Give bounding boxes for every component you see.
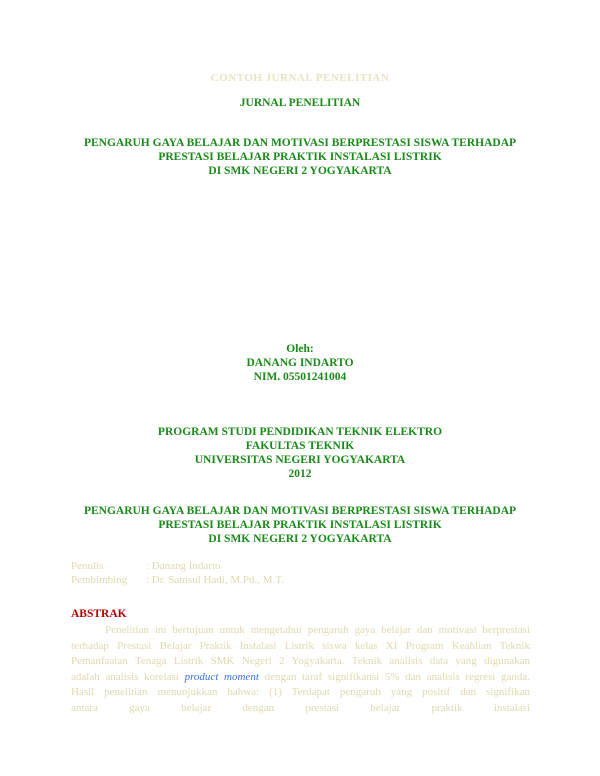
institution-program: PROGRAM STUDI PENDIDIKAN TEKNIK ELEKTRO <box>157 426 443 438</box>
meta-advisor-label: Pembimbing <box>71 574 128 586</box>
abstract-line-5: Hasil penelitian menunjukkan bahwa: (1) … <box>71 686 530 698</box>
institution-year: 2012 <box>288 468 312 480</box>
meta-advisor-row: Pembimbing : Dr. Samsul Hadi, M.Pd., M.T. <box>71 573 284 587</box>
abstract-line-4-b: dengan taraf signifikansi 5% dan analisi… <box>264 670 530 683</box>
journal-label: JURNAL PENELITIAN <box>239 97 361 109</box>
author-by-label: Oleh: <box>286 343 314 355</box>
meta-advisor-value: : Dr. Samsul Hadi, M.Pd., M.T. <box>146 574 284 586</box>
abstract-line-4: adalah analisis korelasi product moment … <box>71 670 530 686</box>
product-moment-term: product moment <box>184 670 259 683</box>
author-nim: NIM. 05501241004 <box>253 371 347 383</box>
abstract-line-4-a: adalah analisis korelasi <box>71 670 179 683</box>
article-title-line-2: PRESTASI BELAJAR PRAKTIK INSTALASI LISTR… <box>158 519 442 531</box>
meta-writer-label: Penulis <box>71 560 104 572</box>
institution-faculty: FAKULTAS TEKNIK <box>245 440 355 452</box>
cover-title-line-2: PRESTASI BELAJAR PRAKTIK INSTALASI LISTR… <box>158 151 442 163</box>
abstract-body: Penelitian ini bertujuan untuk mengetahu… <box>71 623 530 716</box>
abstract-line-6: antara gaya belajar dengan prestasi bela… <box>71 701 530 714</box>
cover-title-line-1: PENGARUH GAYA BELAJAR DAN MOTIVASI BERPR… <box>83 137 517 149</box>
meta-writer-value: : Danang Indarto <box>146 560 221 572</box>
abstract-heading: ABSTRAK <box>71 608 127 620</box>
author-name: DANANG INDARTO <box>246 357 354 369</box>
institution-university: UNIVERSITAS NEGERI YOGYAKARTA <box>194 454 406 466</box>
article-title-line-3: DI SMK NEGERI 2 YOGYAKARTA <box>208 533 392 545</box>
abstract-line-2: terhadap Prestasi Belajar Praktik Instal… <box>71 639 530 652</box>
watermark-text: CONTOH JURNAL PENELITIAN <box>210 72 390 84</box>
article-title-line-1: PENGARUH GAYA BELAJAR DAN MOTIVASI BERPR… <box>83 505 517 517</box>
meta-writer-row: Penulis : Danang Indarto <box>71 559 221 573</box>
abstract-line-3: Pemanfaatan Tenaga Listrik SMK Negeri 2 … <box>71 655 530 667</box>
abstract-line-1: Penelitian ini bertujuan untuk mengetahu… <box>105 624 530 636</box>
cover-title-line-3: DI SMK NEGERI 2 YOGYAKARTA <box>208 165 392 177</box>
